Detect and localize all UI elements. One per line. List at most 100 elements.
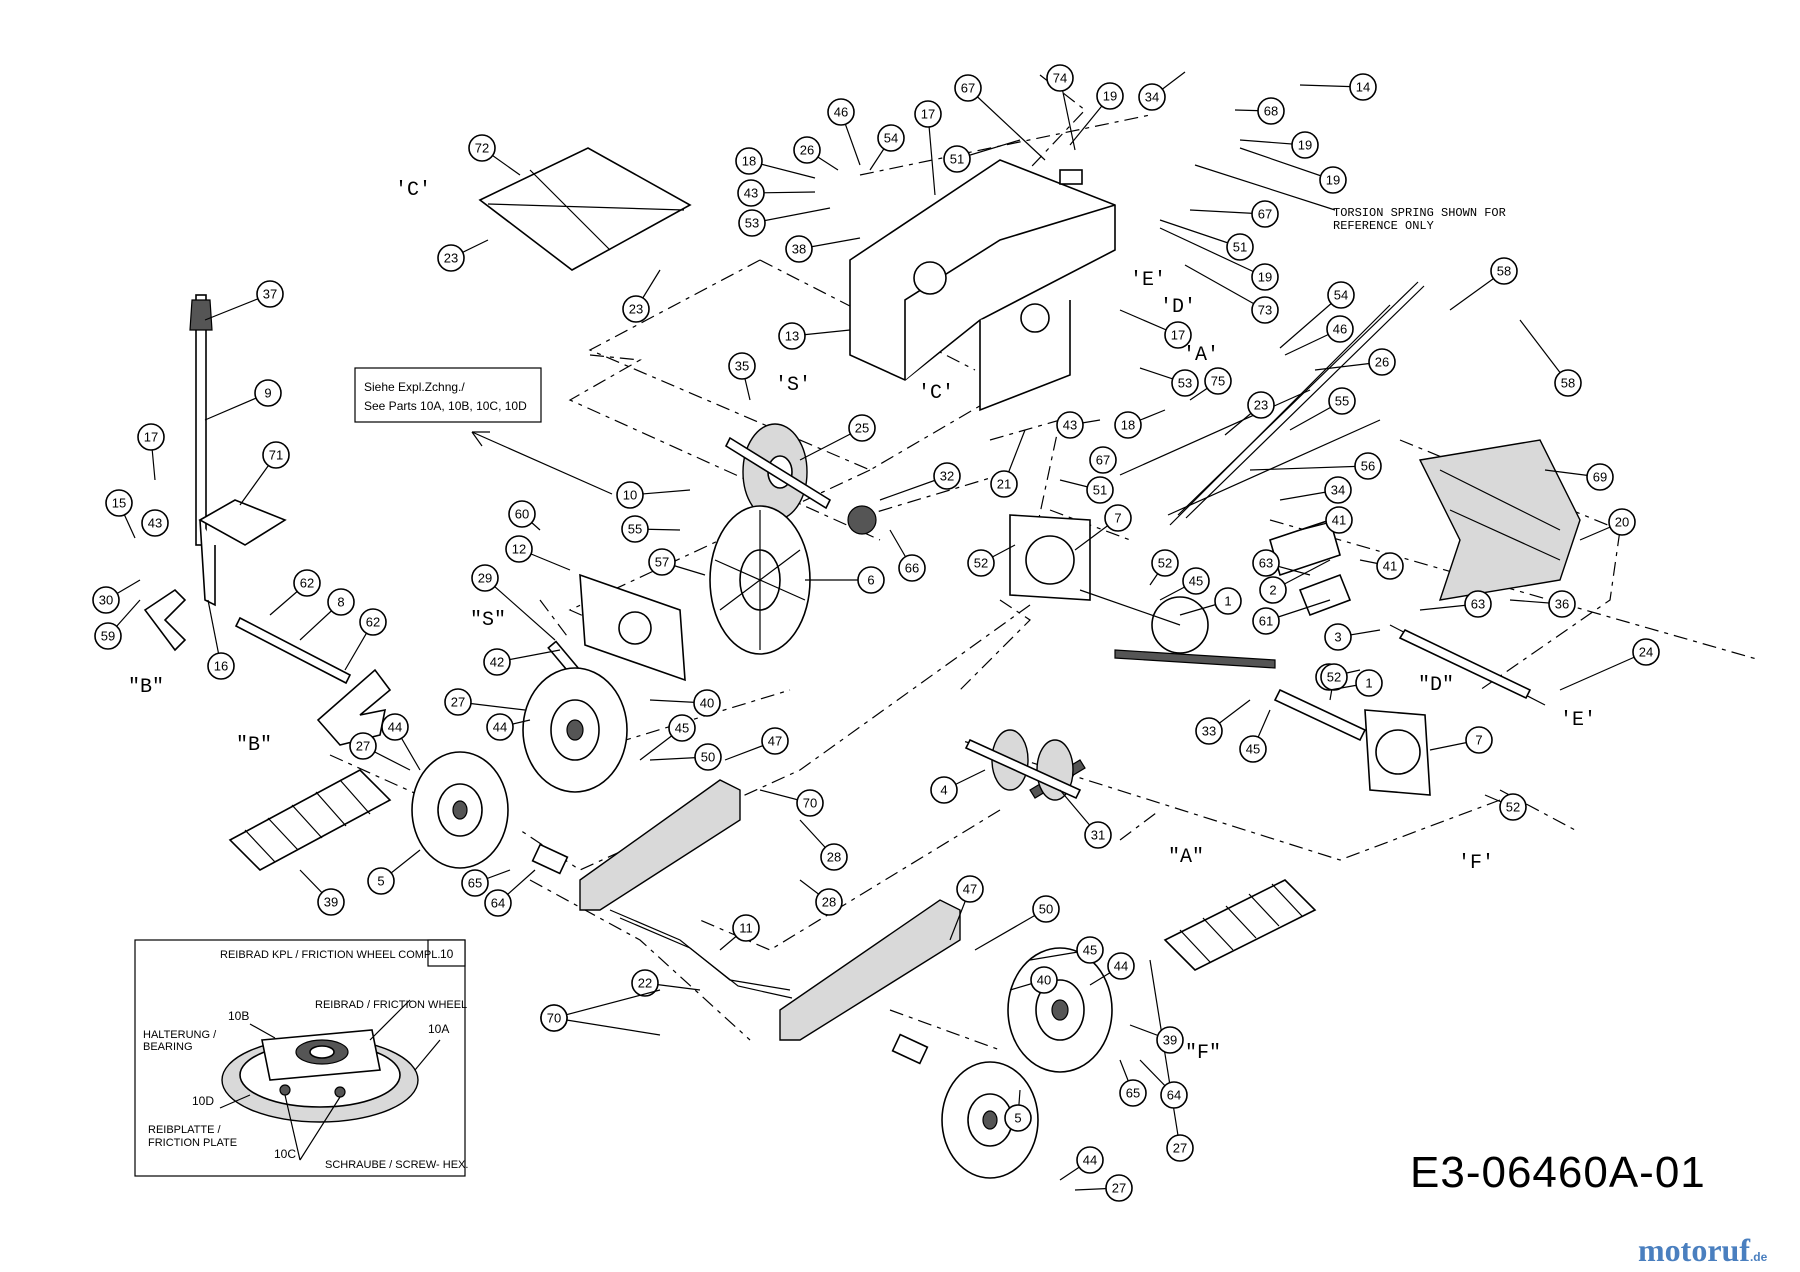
callout-58: 58 <box>1519 319 1582 397</box>
callout-number: 31 <box>1091 828 1105 843</box>
watermark-suffix: .de <box>1749 1250 1768 1264</box>
spacer-64-bottom <box>891 1033 929 1065</box>
callout-59: 59 <box>94 599 141 650</box>
ref-label: "B" <box>236 734 272 757</box>
callout-circle <box>1195 717 1223 745</box>
cable-55 <box>1119 389 1311 476</box>
callout-leader <box>484 577 556 641</box>
shift-lever <box>195 294 207 546</box>
callout-14: 14 <box>1299 73 1377 101</box>
callout-61: 61 <box>1252 599 1331 635</box>
callout-circle <box>1089 446 1117 474</box>
callout-number: 44 <box>1083 1153 1097 1168</box>
callout-circle <box>1257 97 1285 125</box>
callout-number: 26 <box>1375 355 1389 370</box>
callout-number: 15 <box>112 496 126 511</box>
callout-20: 20 <box>1579 508 1636 541</box>
callout-circle <box>508 500 536 528</box>
callout-circle <box>1104 504 1132 532</box>
callout-circle <box>1586 463 1614 491</box>
callout-68: 68 <box>1234 97 1285 125</box>
spacer-64-top <box>531 843 569 875</box>
callout-number: 66 <box>905 561 919 576</box>
callout-circle <box>1490 257 1518 285</box>
callout-9: 9 <box>204 379 282 421</box>
callout-circle <box>1464 590 1492 618</box>
callout-leader <box>1239 147 1334 181</box>
frame-arm-70-bottom <box>779 899 961 1041</box>
callout-circle <box>484 889 512 917</box>
inset-label-10c: 10C <box>274 1147 296 1161</box>
callout-number: 35 <box>735 359 749 374</box>
callout-32: 32 <box>879 462 961 501</box>
callout-39: 39 <box>299 869 345 916</box>
callout-number: 19 <box>1258 270 1272 285</box>
callout-circle <box>437 244 465 272</box>
callout-circle <box>1320 663 1348 691</box>
callout-circle <box>933 462 961 490</box>
friction-wheel-inset: REIBRAD KPL / FRICTION WHEEL COMPL. 10 R… <box>134 939 468 1177</box>
callout-circle <box>1105 1174 1133 1202</box>
ref-label: 'C' <box>918 382 954 405</box>
callout-43: 43 <box>737 179 816 207</box>
callout-circle <box>327 588 355 616</box>
callout-circle <box>262 441 290 469</box>
callout-60: 60 <box>508 500 541 531</box>
callout-55: 55 <box>621 515 681 543</box>
callout-27: 27 <box>349 732 411 771</box>
drawing-number: E3-06460A-01 <box>1410 1148 1706 1197</box>
callout-number: 44 <box>388 720 402 735</box>
callout-55: 55 <box>1289 387 1356 431</box>
inset-label-plate-2: FRICTION PLATE <box>148 1137 237 1149</box>
callout-number: 38 <box>792 242 806 257</box>
callout-circle <box>1204 367 1232 395</box>
callout-number: 39 <box>1163 1033 1177 1048</box>
callout-number: 3 <box>1334 630 1341 645</box>
callout-circle <box>1076 1146 1104 1174</box>
callout-number: 26 <box>800 143 814 158</box>
callout-35: 35 <box>728 352 756 401</box>
callout-number: 6 <box>867 573 874 588</box>
callout-7: 7 <box>1429 726 1493 754</box>
callout-31: 31 <box>1059 789 1112 849</box>
track-pad-39-right <box>1163 879 1317 971</box>
callout-34: 34 <box>1279 476 1352 504</box>
callout-52: 52 <box>1484 793 1527 821</box>
callout-circle <box>461 869 489 897</box>
callout-67: 67 <box>1189 200 1279 228</box>
callout-circle <box>1156 1026 1184 1054</box>
callout-51: 51 <box>1159 219 1254 261</box>
watermark-text: motoruf <box>1638 1232 1750 1268</box>
callout-46: 46 <box>1284 315 1354 356</box>
callout-circle <box>1166 1134 1194 1162</box>
callout-number: 19 <box>1298 138 1312 153</box>
callout-number: 23 <box>629 302 643 317</box>
callout-number: 28 <box>827 850 841 865</box>
callout-circle <box>735 147 763 175</box>
callout-circle <box>137 423 165 451</box>
callout-number: 17 <box>144 430 158 445</box>
callout-leader <box>1159 219 1241 248</box>
callout-number: 23 <box>1254 398 1268 413</box>
callout-circle <box>1251 296 1279 324</box>
track-pad-39-left <box>228 769 392 871</box>
callout-45: 45 <box>1239 709 1271 763</box>
callout-leader <box>553 1017 661 1036</box>
callout-53: 53 <box>738 207 831 237</box>
callout-circle <box>621 515 649 543</box>
callout-circle <box>1138 83 1166 111</box>
callout-number: 42 <box>490 655 504 670</box>
callout-number: 20 <box>1615 515 1629 530</box>
callout-40: 40 <box>1009 966 1058 994</box>
callout-73: 73 <box>1184 264 1279 324</box>
callout-number: 32 <box>940 469 954 484</box>
callout-number: 53 <box>1178 376 1192 391</box>
callout-leader <box>1184 264 1266 311</box>
callout-number: 5 <box>377 874 384 889</box>
callout-65: 65 <box>1119 1059 1147 1107</box>
shaft-58 <box>1177 281 1425 519</box>
callout-circle <box>1004 1104 1032 1132</box>
torsion-note: TORSION SPRING SHOWN FOR REFERENCE ONLY <box>1194 164 1506 233</box>
callout-number: 41 <box>1383 559 1397 574</box>
callout-circle <box>1324 476 1352 504</box>
